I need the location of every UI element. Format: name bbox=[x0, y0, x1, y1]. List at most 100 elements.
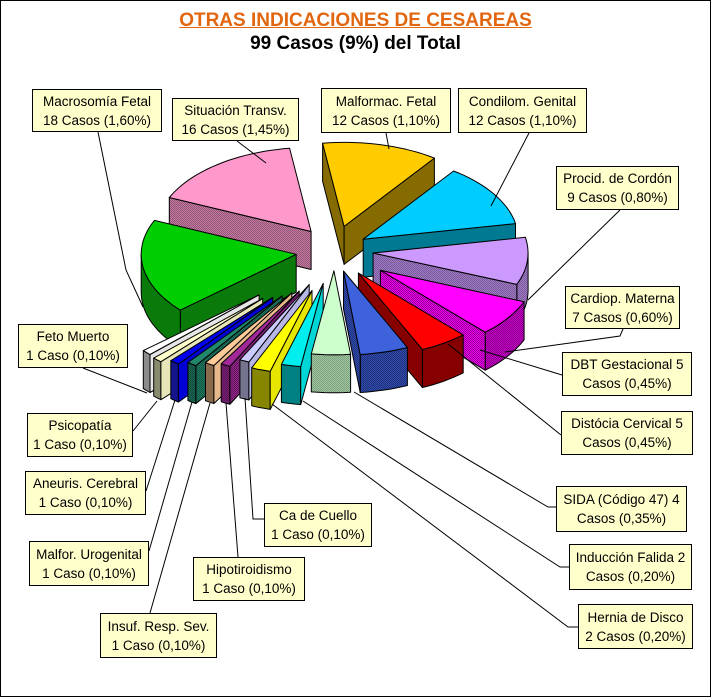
slice-top-face-insuf-resp-sev bbox=[205, 292, 293, 366]
pie-slice-induccion-falida bbox=[280, 283, 324, 406]
leader-line-dbt-gestacional bbox=[479, 349, 563, 376]
slice-top-face-aneuris-cerebral bbox=[170, 296, 274, 365]
callout-aneuris-cerebral: Aneuris. Cerebral 1 Caso (0,10%) bbox=[25, 471, 146, 515]
callout-feto-muerto: Feto Muerto 1 Caso (0,10%) bbox=[18, 324, 128, 368]
slice-top-face-macrosomia-fetal bbox=[140, 219, 297, 311]
slice-rim-face-aneuris-cerebral bbox=[170, 360, 179, 403]
leader-line-psicopatia bbox=[132, 400, 158, 432]
callout-text-line2: 1 Caso (0,10%) bbox=[111, 637, 206, 653]
slice-rim-face-psicopatia bbox=[153, 357, 162, 401]
slice-top-face-dbt-gestacional bbox=[357, 272, 464, 350]
callout-text-line2: 12 Casos (1,10%) bbox=[468, 112, 577, 128]
callout-text-line2: Casos (0,45%) bbox=[582, 435, 672, 450]
slice-rim-face-insuf-resp-sev bbox=[205, 362, 215, 404]
callout-psicopatia: Psicopatía 1 Caso (0,10%) bbox=[27, 413, 133, 457]
callout-text-line1: Procid. de Cordón bbox=[563, 171, 672, 186]
slice-top-face-procid-de-cordon bbox=[372, 236, 529, 285]
slice-top-face-malformac-fetal bbox=[322, 141, 435, 227]
leader-line-insuf-resp-sev bbox=[149, 402, 211, 614]
slice-rim-face-hernia-de-disco bbox=[251, 367, 271, 410]
leader-line-situacion-transv bbox=[236, 140, 267, 164]
callout-text-line1: Insuf. Resp. Sev. bbox=[107, 618, 210, 634]
slice-rim-face-hipotiroidismo bbox=[220, 363, 231, 405]
callout-text-line2: Casos (0,20%) bbox=[585, 569, 676, 584]
callout-malfor-urogenital: Malfor. Urogenital 1 Caso (0,10%) bbox=[29, 541, 149, 586]
leader-line-procid-de-cordon bbox=[527, 209, 621, 301]
leader-line-distocia-cervical bbox=[447, 343, 562, 436]
callout-ca-de-cuello: Ca de Cuello 1 Caso (0,10%) bbox=[264, 503, 372, 547]
callout-text-line1: DBT Gestacional 5 bbox=[570, 357, 684, 372]
leader-line-aneuris-cerebral bbox=[145, 399, 176, 492]
slice-rim-face-induccion-falida bbox=[280, 363, 302, 406]
callout-text-line2: 1 Caso (0,10%) bbox=[271, 527, 365, 542]
callout-text-line1: Malfor. Urogenital bbox=[36, 546, 142, 562]
callout-procid-de-cordon: Procid. de Cordón 9 Casos (0,80%) bbox=[556, 166, 679, 210]
slice-top-face-feto-muerto bbox=[142, 294, 260, 355]
slice-rim-face-feto-muerto bbox=[142, 350, 151, 393]
callout-text-line2: 1 Caso (0,10%) bbox=[33, 437, 127, 452]
callout-text-line1: Hipotiroidismo bbox=[206, 562, 292, 577]
chart-subtitle: 99 Casos (9%) del Total bbox=[250, 33, 461, 54]
callout-text-line1: Malformac. Fetal bbox=[335, 93, 437, 109]
slice-top-face-induccion-falida bbox=[280, 283, 324, 368]
slice-top-face-psicopatia bbox=[153, 297, 264, 363]
callout-text-line2: 12 Casos (1,10%) bbox=[331, 112, 441, 128]
callout-text-line2: 1 Caso (0,10%) bbox=[202, 581, 296, 596]
leader-line-hernia-de-disco bbox=[271, 403, 578, 628]
leader-line-induccion-falida bbox=[302, 400, 569, 568]
slice-top-face-situacion-transv bbox=[168, 147, 312, 232]
callout-text-line1: Aneuris. Cerebral bbox=[32, 476, 139, 491]
callout-text-line2: 16 Casos (1,45%) bbox=[181, 121, 290, 137]
callout-text-line1: Distócia Cervical 5 bbox=[571, 416, 683, 431]
leader-line-ca-de-cuello bbox=[244, 397, 264, 520]
callout-text-line2: 9 Casos (0,80%) bbox=[567, 190, 668, 205]
callout-hernia-de-disco: Hernia de Disco 2 Casos (0,20%) bbox=[578, 604, 693, 649]
callout-text-line2: 18 Casos (1,60%) bbox=[42, 112, 152, 128]
slice-top-face-distocia-cervical bbox=[343, 270, 408, 355]
slice-top-face-cardiop-materna bbox=[379, 269, 525, 333]
callout-hipotiroidismo: Hipotiroidismo 1 Caso (0,10%) bbox=[193, 557, 305, 601]
slice-rim-face-ca-de-cuello bbox=[239, 359, 250, 401]
callout-cardiop-materna: Cardiop. Materna 7 Casos (0,60%) bbox=[565, 286, 680, 329]
callout-text-line2: 1 Caso (0,10%) bbox=[38, 495, 133, 510]
callout-text-line1: Situación Transv. bbox=[184, 102, 287, 118]
callout-text-line1: Condilom. Genital bbox=[468, 93, 577, 109]
callout-text-line1: Psicopatía bbox=[48, 418, 112, 433]
callout-text-line2: 1 Caso (0,10%) bbox=[42, 565, 136, 581]
slice-top-face-sida-codigo-47 bbox=[310, 270, 352, 356]
callout-text-line2: 1 Caso (0,10%) bbox=[26, 348, 120, 363]
callout-macrosomia-fetal: Macrosomía Fetal 18 Casos (1,60%) bbox=[32, 89, 162, 132]
slice-top-face-hipotiroidismo bbox=[220, 290, 300, 367]
callout-text-line1: Cardiop. Materna bbox=[570, 290, 675, 306]
slice-rim-face-malfor-urogenital bbox=[187, 362, 197, 405]
callout-text-line1: Hernia de Disco bbox=[587, 609, 684, 625]
callout-text-line1: Inducción Falida 2 bbox=[575, 550, 686, 565]
callout-text-line2: 7 Casos (0,60%) bbox=[572, 309, 673, 325]
slice-top-face-ca-de-cuello bbox=[239, 284, 310, 363]
callout-text-line2: 2 Casos (0,20%) bbox=[585, 628, 686, 644]
callout-malformac-fetal: Malformac. Fetal 12 Casos (1,10%) bbox=[321, 88, 451, 133]
callout-distocia-cervical: Distócia Cervical 5 Casos (0,45%) bbox=[561, 411, 693, 455]
callout-sida-codigo-47: SIDA (Código 47) 4 Casos (0,35%) bbox=[556, 486, 687, 532]
callout-text-line1: SIDA (Código 47) 4 bbox=[563, 492, 680, 507]
callout-situacion-transv: Situación Transv. 16 Casos (1,45%) bbox=[172, 98, 299, 141]
slice-top-face-hernia-de-disco bbox=[251, 290, 313, 372]
leader-line-cardiop-materna bbox=[504, 328, 624, 353]
callout-induccion-falida: Inducción Falida 2 Casos (0,20%) bbox=[569, 544, 692, 590]
pie-slice-distocia-cervical bbox=[343, 270, 408, 393]
slice-rim-face-sida-codigo-47 bbox=[310, 353, 352, 394]
leader-line-sida-codigo-47 bbox=[353, 391, 556, 508]
pie-slice-sida-codigo-47 bbox=[310, 270, 352, 394]
callout-text-line2: Casos (0,35%) bbox=[576, 511, 667, 526]
callout-text-line1: Ca de Cuello bbox=[278, 508, 358, 523]
leader-line-malfor-urogenital bbox=[148, 401, 193, 552]
leader-line-feto-muerto bbox=[82, 367, 148, 394]
leader-line-macrosomia-fetal bbox=[97, 131, 144, 308]
callout-text-line1: Macrosomía Fetal bbox=[42, 93, 152, 109]
leader-line-hipotiroidismo bbox=[225, 402, 239, 558]
callout-text-line1: Feto Muerto bbox=[36, 329, 110, 344]
callout-insuf-resp-sev: Insuf. Resp. Sev. 1 Caso (0,10%) bbox=[100, 613, 217, 658]
